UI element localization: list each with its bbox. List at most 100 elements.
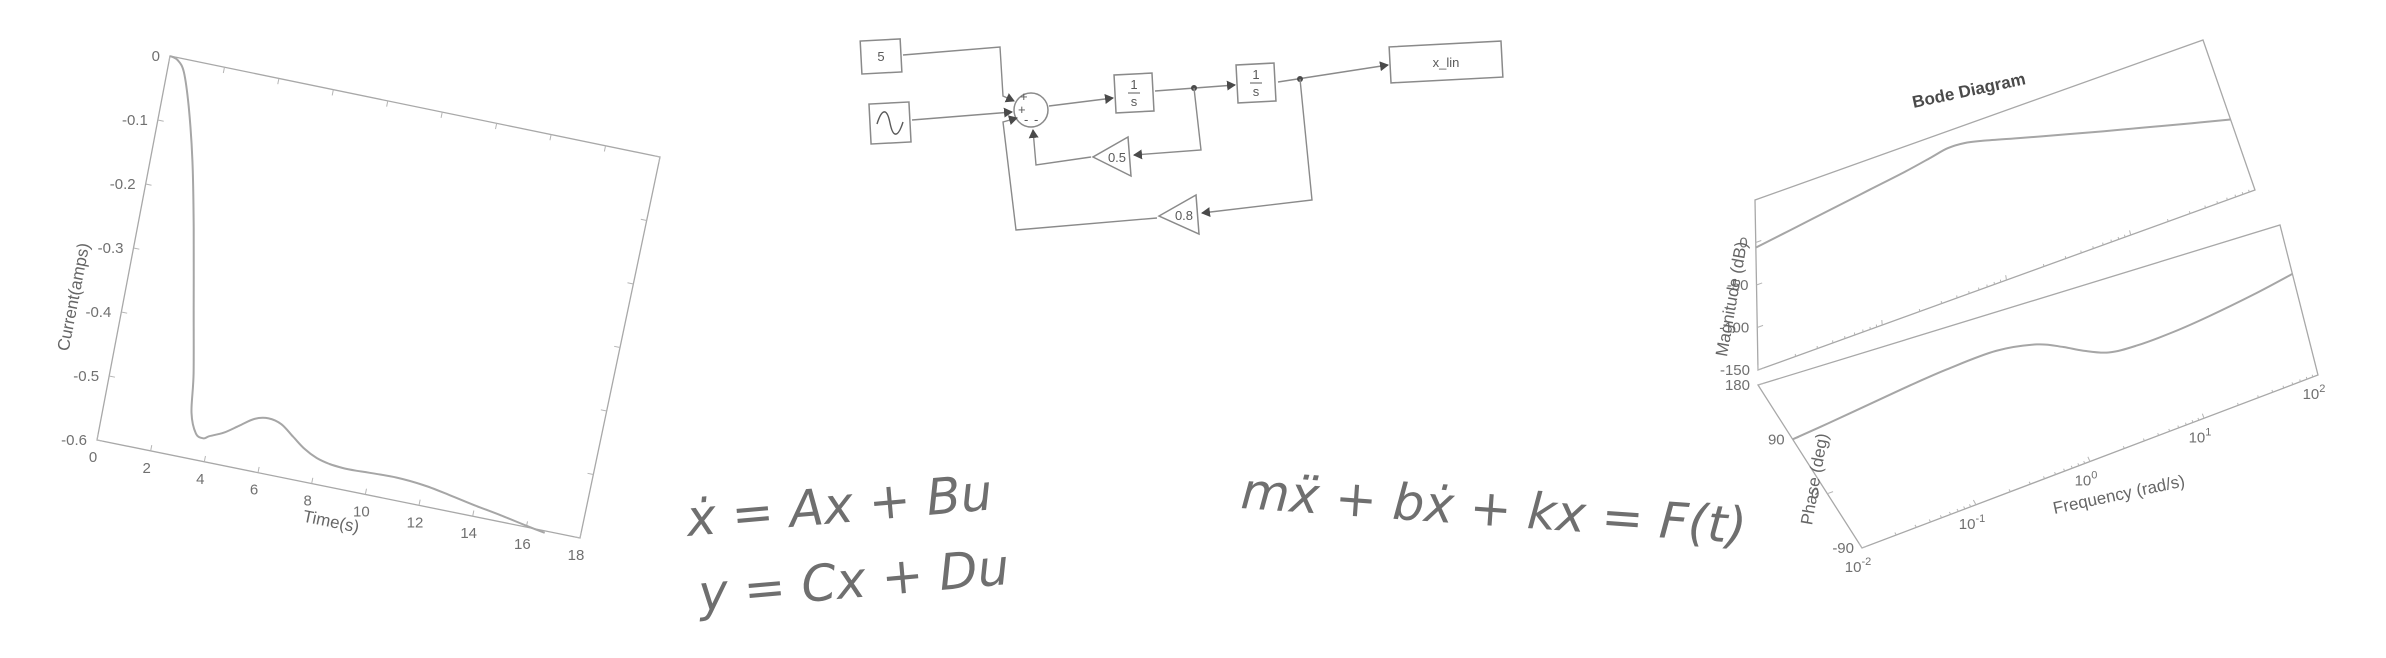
mass-spring-damper-equation: mẍ + bẋ + kx = F(t)	[1239, 462, 1748, 555]
current-y-tick	[121, 311, 128, 314]
bode-x-tick	[2043, 476, 2046, 479]
current-y-tick-label: -0.3	[98, 240, 124, 257]
current-x-tick	[472, 510, 475, 517]
frequency-axis-label: Frequency (rad/s)	[2051, 471, 2186, 517]
current-chart-y-label: Current(amps)	[54, 241, 94, 352]
block-diagram: 5 + + - - 1 s 1 s x_lin 0.5 0.8	[859, 38, 1504, 236]
bode-x-tick	[2005, 275, 2007, 281]
bode-x-tick	[2102, 242, 2104, 246]
bode-x-tick	[2311, 374, 2314, 378]
bode-y-tick-label: -90	[1832, 540, 1854, 557]
output-block-label: x_lin	[1433, 55, 1460, 70]
bode-x-tick	[2080, 250, 2082, 254]
phase-series-line	[1792, 273, 2293, 441]
bode-x-tick	[2070, 465, 2073, 469]
current-y-tick-label: -0.6	[61, 432, 87, 449]
bode-x-tick	[2077, 463, 2080, 466]
state-equation: ẋ = Ax + Bu	[682, 463, 995, 548]
current-y-tick-label: -0.5	[73, 368, 99, 385]
current-chart-y-tick-labels: 0-0.1-0.2-0.3-0.4-0.5-0.6	[61, 48, 160, 449]
sum-sign-3: -	[1024, 112, 1028, 127]
magnitude-series-line	[1755, 118, 2231, 249]
current-y-tick-label: -0.4	[85, 304, 111, 321]
bode-y-tick	[1757, 367, 1765, 371]
bode-x-tick	[2157, 432, 2160, 436]
bode-title: Bode Diagram	[1911, 69, 2028, 112]
current-x-tick-label: 2	[142, 460, 150, 477]
current-x-tick	[96, 434, 99, 441]
gain-block-0-8[interactable]	[1157, 193, 1200, 236]
bode-x-tick	[2129, 230, 2132, 236]
bode-y-tick-label: -50	[1727, 277, 1749, 294]
current-y-tick-right	[627, 282, 634, 285]
bode-x-tick	[1894, 532, 1897, 536]
bode-x-tick	[2204, 205, 2207, 209]
bode-x-tick	[2167, 219, 2169, 222]
bode-x-tick-label: 10-1	[1959, 513, 1985, 533]
bode-x-tick	[2241, 191, 2244, 195]
bode-x-tick	[1969, 504, 1972, 507]
constant-block[interactable]	[859, 38, 903, 75]
bode-x-tick	[2305, 376, 2308, 380]
current-chart-ticks	[96, 55, 661, 539]
bode-y-tick	[1827, 491, 1834, 495]
current-x-tick-top	[331, 89, 334, 96]
current-y-tick-right	[600, 409, 607, 412]
bode-y-tick-label: 0	[1739, 235, 1747, 252]
current-x-tick-top	[222, 67, 225, 74]
equations: ẋ = Ax + Bu y = Cx + Du mẍ + bẋ + kx = F…	[682, 462, 1749, 623]
current-y-tick-right	[654, 155, 661, 158]
current-x-tick	[579, 532, 582, 539]
bode-x-tick-label: 102	[2303, 383, 2326, 403]
current-x-tick-top	[440, 112, 443, 118]
current-y-tick-label: -0.2	[110, 176, 136, 193]
bode-x-tick	[1928, 519, 1932, 523]
output-block-x-lin[interactable]	[1388, 40, 1504, 84]
bode-y-tick	[1757, 382, 1765, 386]
bode-x-tick	[2257, 395, 2259, 398]
bode-x-tick	[2201, 413, 2205, 419]
sum-block[interactable]	[1013, 92, 1049, 128]
current-x-tick-top	[603, 145, 607, 152]
current-x-tick	[418, 499, 421, 506]
current-y-tick-right	[587, 472, 594, 475]
current-y-tick-right	[614, 345, 621, 348]
sum-sign-1: +	[1020, 89, 1028, 104]
current-x-tick-label: 6	[250, 482, 258, 499]
bode-x-tick	[2299, 379, 2301, 382]
bode-x-tick	[2185, 422, 2187, 426]
magnitude-axes-box	[1754, 39, 2256, 371]
current-y-tick-right	[640, 218, 647, 221]
bode-x-tick	[2083, 460, 2086, 464]
bode-x-tick	[2117, 236, 2120, 240]
bode-x-tick	[1939, 515, 1943, 519]
bode-x-tick	[1972, 499, 1977, 505]
current-y-tick	[133, 247, 140, 250]
current-x-tick-label: 16	[514, 536, 531, 553]
bode-x-tick	[2008, 489, 2011, 492]
bode-x-tick	[2237, 402, 2239, 406]
sum-sign-2: +	[1018, 102, 1026, 117]
wire-feedback-to-gain-0-5	[1133, 87, 1202, 160]
current-x-tick	[257, 466, 260, 473]
bode-x-tick	[2142, 438, 2145, 442]
bode-x-tick-label: 10-2	[1845, 556, 1871, 576]
bode-x-tick	[2216, 201, 2219, 204]
bode-x-tick-label: 100	[2075, 470, 2098, 490]
bode-x-tick	[2054, 471, 2057, 475]
bode-ticks	[1755, 189, 2314, 549]
gain-block-0-5[interactable]	[1091, 135, 1132, 178]
bode-x-tick	[2226, 197, 2228, 201]
current-x-tick-label: 0	[89, 449, 97, 466]
bode-x-tick	[2197, 417, 2200, 421]
integrator-2-numerator: 1	[1252, 67, 1259, 82]
current-y-tick	[96, 439, 103, 442]
bode-y-tick	[1755, 240, 1762, 243]
phase-axes-box	[1756, 224, 2319, 549]
bode-x-tick	[2028, 481, 2031, 485]
bode-x-tick	[2177, 425, 2180, 429]
gain-block-0-5-value: 0.5	[1108, 150, 1126, 165]
